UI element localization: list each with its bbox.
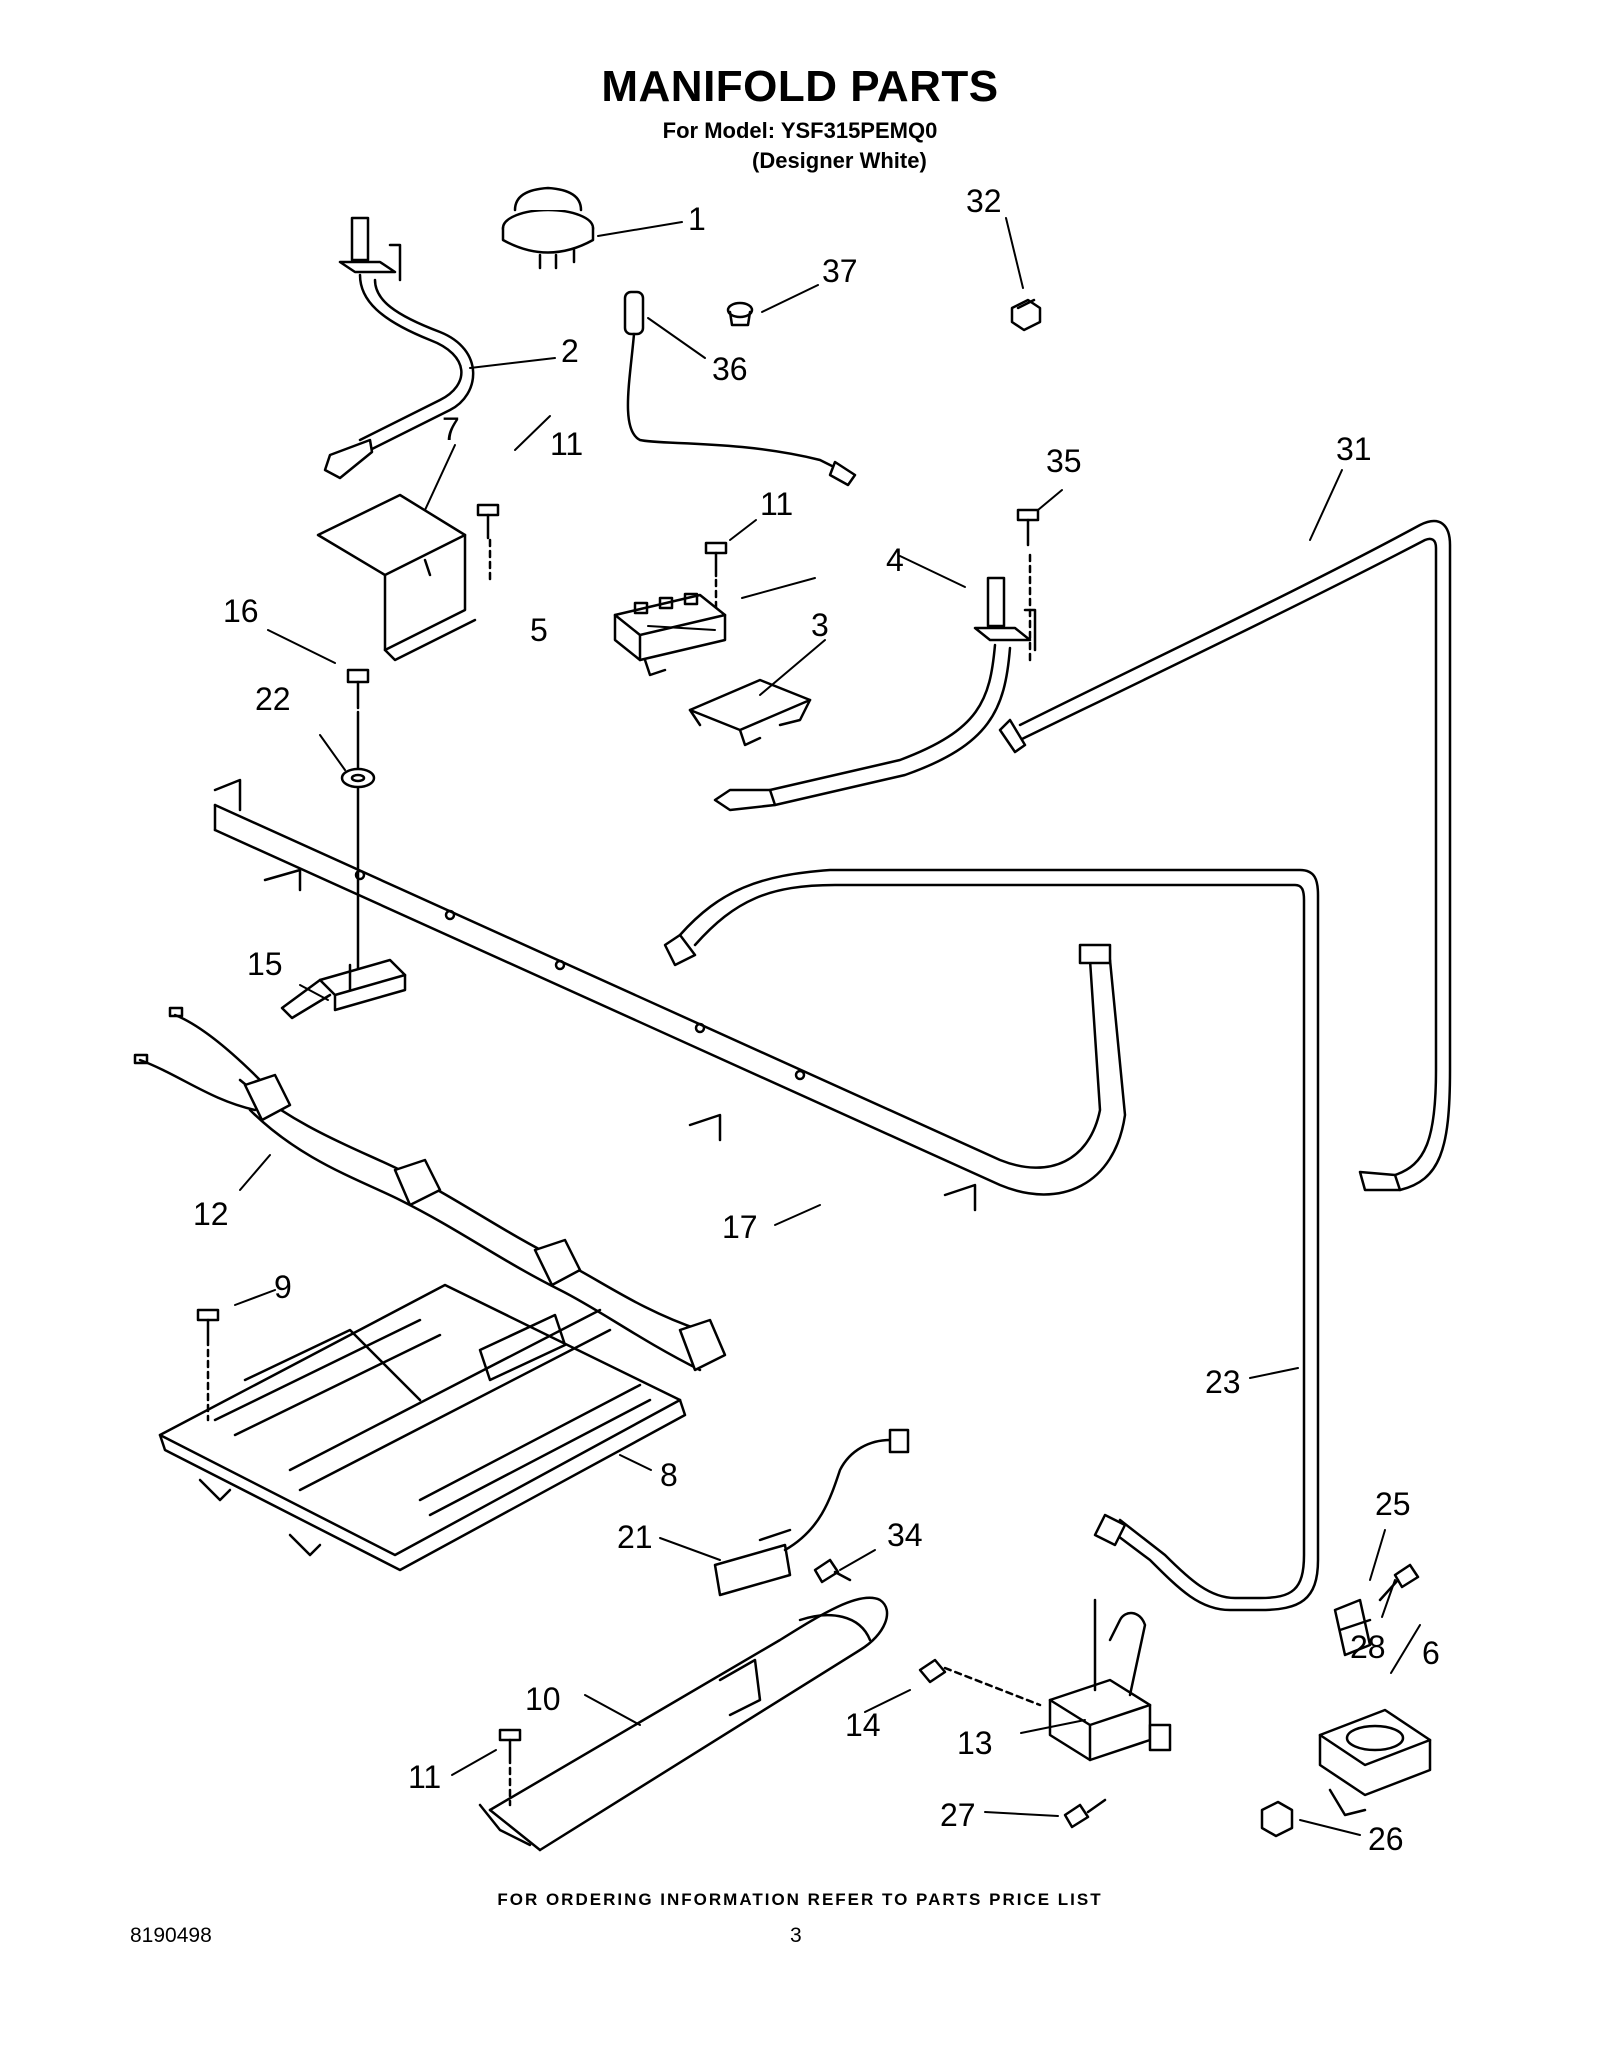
callout-26: 26 <box>1368 1821 1404 1857</box>
part-36-electrode <box>623 290 857 487</box>
callout-16: 16 <box>223 593 259 629</box>
part-4-burner-tube <box>713 553 1037 812</box>
callout-12: 12 <box>193 1196 229 1232</box>
callout-11a: 11 <box>550 426 583 462</box>
model-line: For Model: YSF315PEMQ0 <box>662 118 938 143</box>
callout-37: 37 <box>822 253 858 289</box>
callout-35: 35 <box>1046 443 1082 479</box>
part-26-fitting <box>1260 1800 1294 1838</box>
callout-5: 5 <box>530 612 548 648</box>
part-35-screw <box>1016 508 1040 547</box>
part-12-harness <box>133 1006 727 1372</box>
finish-line: (Designer White) <box>752 148 927 173</box>
part-17-manifold <box>213 778 1127 1212</box>
part-6-regulator <box>1318 1708 1432 1817</box>
part-11-screw-c <box>498 1728 522 1807</box>
callout-8: 8 <box>660 1457 678 1493</box>
ordering-info-note: FOR ORDERING INFORMATION REFER TO PARTS … <box>497 1890 1103 1909</box>
callout-28: 28 <box>1350 1629 1386 1665</box>
callout-11c: 11 <box>408 1759 441 1795</box>
part-23-tube <box>663 868 1320 1612</box>
part-25-bracket <box>1333 1598 1372 1657</box>
part-27-screw <box>1063 1798 1107 1829</box>
part-2-burner-tube <box>323 216 475 480</box>
callout-17: 17 <box>722 1209 758 1245</box>
part-11-screw-b <box>704 541 728 612</box>
callout-22: 22 <box>255 681 291 717</box>
part-15-valve <box>280 958 407 1020</box>
part-5-spark-module <box>613 592 727 677</box>
callout-34: 34 <box>887 1517 923 1553</box>
callout-10: 10 <box>525 1681 561 1717</box>
leader-lines <box>234 217 1421 1836</box>
document-number: 8190498 <box>130 1924 212 1947</box>
part-21-igniter <box>713 1428 910 1597</box>
callout-6: 6 <box>1422 1635 1440 1671</box>
page-number: 3 <box>790 1924 802 1947</box>
callout-21: 21 <box>617 1519 653 1555</box>
part-9-screw <box>196 1308 220 1422</box>
callout-9: 9 <box>274 1269 292 1305</box>
part-7-shield <box>316 493 477 662</box>
callout-14: 14 <box>845 1707 881 1743</box>
callout-2: 2 <box>561 333 579 369</box>
callout-4: 4 <box>886 542 904 578</box>
part-37-grommet <box>726 301 754 327</box>
callout-numbers: 1 2 3 4 5 6 7 8 9 10 11 11 11 12 13 14 1… <box>193 183 1440 1857</box>
part-34-screw <box>813 1558 852 1584</box>
callout-27: 27 <box>940 1797 976 1833</box>
callout-36: 36 <box>712 351 748 387</box>
callout-7: 7 <box>442 411 460 447</box>
part-3-bracket <box>688 678 812 747</box>
part-32-orifice <box>1010 298 1042 332</box>
part-13-valve <box>1048 1598 1172 1762</box>
callout-3: 3 <box>811 607 829 643</box>
part-28-screw <box>1378 1563 1420 1602</box>
callout-15: 15 <box>247 946 283 982</box>
part-10-burner <box>478 1596 889 1852</box>
part-16-screw <box>346 668 370 982</box>
callout-1: 1 <box>688 201 706 237</box>
part-31-tube <box>998 519 1452 1192</box>
callout-31: 31 <box>1336 431 1372 467</box>
callout-32: 32 <box>966 183 1002 219</box>
part-1-burner-cap <box>501 186 595 270</box>
callout-11b: 11 <box>760 486 793 522</box>
part-8-plate <box>158 1283 687 1572</box>
part-22-washer <box>340 767 376 789</box>
callout-23: 23 <box>1205 1364 1241 1400</box>
callout-13: 13 <box>957 1725 993 1761</box>
part-11-screw-a <box>476 503 500 582</box>
callout-25: 25 <box>1375 1486 1411 1522</box>
part-14-screw <box>918 1658 1042 1707</box>
page-title: MANIFOLD PARTS <box>601 62 999 111</box>
